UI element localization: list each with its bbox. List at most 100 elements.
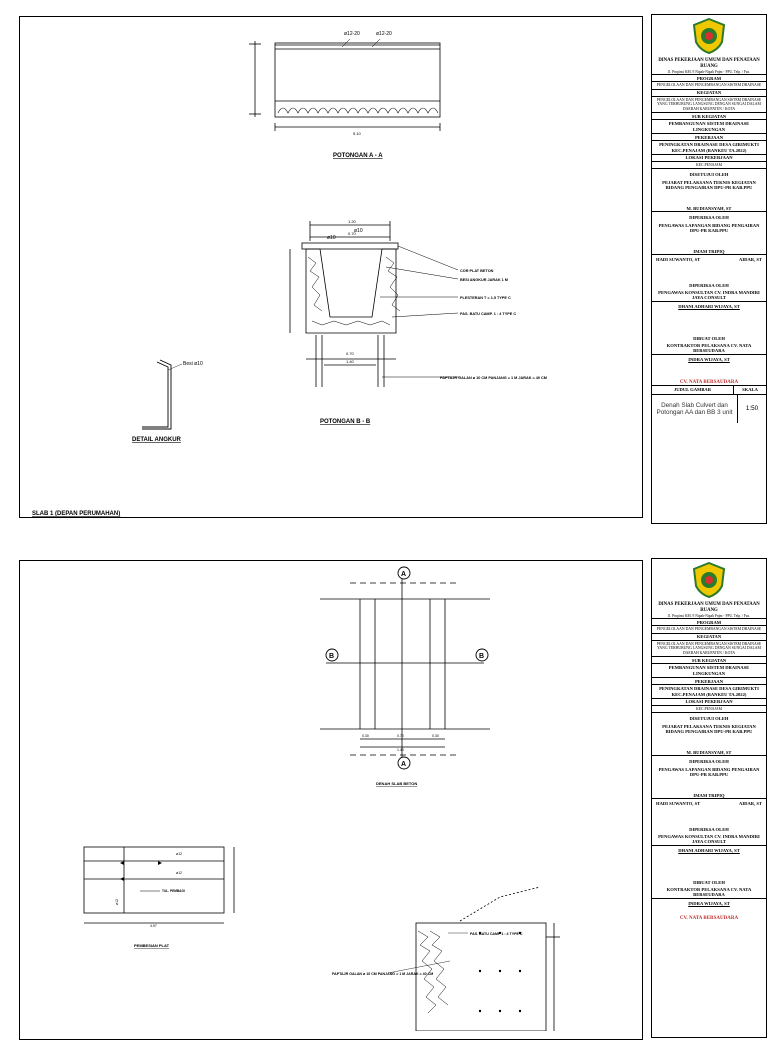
signatory-1: M. BUDIANSYAH, ST bbox=[686, 206, 732, 212]
bar-label-aa-1: ø12-20 bbox=[344, 31, 360, 37]
org-name: DINAS PEKERJAAN UMUM DAN PENATAAN RUANG bbox=[658, 58, 760, 69]
dim-pembesian: 4.97 bbox=[150, 924, 157, 928]
signatory-2: IMAM TRIPIQ bbox=[693, 249, 725, 255]
label-diperiksa-2: DIPERIKSA OLEH bbox=[689, 826, 729, 832]
label-pekerjaan: PEKERJAAN bbox=[652, 133, 766, 142]
signatory-4: DHANI ADHARI WIJAYA, ST bbox=[678, 848, 740, 854]
lokasi-text: KEC.PENAJAM bbox=[695, 163, 723, 168]
label-dibuat: DIBUAT OLEH bbox=[693, 335, 725, 341]
drawing-canvas-2: A A B B 0.30 0.70 0.30 1.40 DENAH SLAB B… bbox=[83, 566, 560, 1032]
disetujui-text: PEJABAT PELAKSANA TEKNIS KEGIATAN BIDANG… bbox=[662, 179, 756, 191]
section-mark-a-top: A bbox=[401, 571, 406, 578]
org-address: Jl. Propinsi KM. 9 Nipah-Nipah Pnjm - PP… bbox=[667, 70, 751, 75]
bar-label-bb-1: ø10 bbox=[327, 235, 336, 241]
slab-title: SLAB 1 (DEPAN PERUMAHAN) bbox=[32, 511, 120, 517]
diperiksa-1-text: PENGAWAS LAPANGAN BIDANG PENGAIRAN DPU-P… bbox=[658, 766, 760, 778]
regency-logo bbox=[652, 15, 766, 57]
org-address: Jl. Propinsi KM. 9 Nipah-Nipah Pnjm - PP… bbox=[667, 614, 751, 619]
label-diperiksa-1: DIPERIKSA OLEH bbox=[689, 759, 729, 765]
signatory-3b: AIDAR, ST bbox=[739, 801, 762, 807]
diperiksa-2-text: PENGAWAS KONSULTAN CV. INDRA MANDIRI JAY… bbox=[658, 289, 760, 301]
dim-140: 1.40 bbox=[397, 748, 404, 752]
regency-logo-2 bbox=[652, 559, 766, 601]
signatory-5: INDRA WIJAYA, ST bbox=[688, 357, 730, 363]
label-diperiksa-2: DIPERIKSA OLEH bbox=[689, 282, 729, 288]
diperiksa-2-text: PENGAWAS KONSULTAN CV. INDRA MANDIRI JAY… bbox=[658, 833, 760, 845]
label-program: PROGRAM bbox=[652, 618, 766, 627]
section-mark-b-right: B bbox=[479, 653, 484, 660]
note-pas-batu: PAS. BATU CAMP. 1 : 4 TYPE C bbox=[460, 312, 516, 316]
signatory-3b: AIDAR, ST bbox=[739, 257, 762, 263]
label-lokasi: LOKASI PEKERJAAN bbox=[652, 153, 766, 163]
disetujui-text: PEJABAT PELAKSANA TEKNIS KEGIATAN BIDANG… bbox=[662, 723, 756, 735]
subkegiatan-text: PEMBANGUNAN SISTEM DRAINASE LINGKUNGAN bbox=[668, 121, 750, 132]
signatory-3a: HADI SUWANTO, ST bbox=[656, 257, 701, 263]
dim-bb-070b: 0.70 bbox=[346, 351, 355, 356]
program-text: PENGELOLAAN DAN PENGEMBANGAN SISTEM DRAI… bbox=[656, 627, 762, 632]
note-plesteran: PLESTERAN T = 1.5 TYPE C bbox=[460, 296, 511, 300]
label-kegiatan: KEGIATAN bbox=[652, 632, 766, 642]
label-subkegiatan: SUB KEGIATAN bbox=[652, 112, 766, 121]
label-disetujui: DISETUJUI OLEH bbox=[689, 716, 729, 722]
diperiksa-1-text: PENGAWAS LAPANGAN BIDANG PENGAIRAN DPU-P… bbox=[658, 222, 760, 234]
dibuat-text: KONTRAKTOR PELAKSANA CV. NATA BERSEUDARA bbox=[666, 886, 752, 898]
dim-bb-070: 0.70 bbox=[348, 231, 357, 236]
bar-label-p2: ø12 bbox=[176, 871, 182, 875]
company-logo-text: CV. NATA BERSAUDARA bbox=[679, 379, 739, 385]
note-pas-batu-2: PAS. BATU CAMP 1 : 4 TYPE C bbox=[470, 932, 523, 936]
signatory-5: INDRA WIJAYA, ST bbox=[688, 901, 730, 907]
kegiatan-text: PENGELOLAAN DAN PENGEMBANGAN SISTEM DRAI… bbox=[656, 642, 762, 655]
label-skala: SKALA bbox=[742, 387, 758, 393]
detail-angkur-label: DETAIL ANGKUR bbox=[132, 437, 182, 443]
angkur-detail bbox=[142, 359, 172, 430]
besi-label: Besi ø10 bbox=[183, 361, 203, 367]
note-paptajr: PAPTAJR GALAN ø 10 CM PANJANG = 1 M JARA… bbox=[440, 376, 547, 380]
subkegiatan-text: PEMBANGUNAN SISTEM DRAINASE LINGKUNGAN bbox=[668, 665, 750, 676]
stone-hatch bbox=[277, 107, 439, 114]
title-block-2: DINAS PEKERJAAN UMUM DAN PENATAAN RUANG … bbox=[651, 558, 767, 1038]
signatory-1: M. BUDIANSYAH, ST bbox=[686, 750, 732, 756]
dim-030: 0.30 bbox=[362, 734, 369, 738]
label-dibuat: DIBUAT OLEH bbox=[693, 879, 725, 885]
dim-bb-140: 1.40 bbox=[346, 359, 355, 364]
drawing-canvas-1: ø12-20 ø12-20 5.10 POTONGAN A - A bbox=[32, 31, 547, 517]
stone-hatch-section bbox=[417, 930, 449, 1014]
pekerjaan-text: PENINGKATAN DRAINASE DESA GIRIMUKTI KEC.… bbox=[659, 686, 759, 697]
signatory-4: DHANI ADHARI WIJAYA, ST bbox=[678, 304, 740, 310]
bar-label-aa-2: ø12-20 bbox=[376, 31, 392, 37]
potongan-aa-label: POTONGAN A - A bbox=[333, 153, 383, 159]
company-logo-text: CV. NATA BERSAUDARA bbox=[679, 915, 739, 921]
label-lokasi: LOKASI PEKERJAAN bbox=[652, 697, 766, 707]
kegiatan-text: PENGELOLAAN DAN PENGEMBANGAN SISTEM DRAI… bbox=[656, 98, 762, 111]
lokasi-text: KEC.PENAJAM bbox=[695, 707, 723, 712]
dim-030b: 0.30 bbox=[432, 734, 439, 738]
skala-value: 1:50 bbox=[745, 405, 759, 413]
label-program: PROGRAM bbox=[652, 74, 766, 83]
pekerjaan-text: PENINGKATAN DRAINASE DESA GIRIMUKTI KEC.… bbox=[659, 142, 759, 153]
signatory-3a: HADI SUWANTO, ST bbox=[656, 801, 701, 807]
bar-label-p1: ø12 bbox=[176, 852, 182, 856]
drawing-frame: ø12-20 ø12-20 5.10 POTONGAN A - A bbox=[19, 16, 643, 518]
shield-logo-icon bbox=[692, 562, 726, 598]
label-pekerjaan: PEKERJAAN bbox=[652, 677, 766, 686]
label-kegiatan: KEGIATAN bbox=[652, 88, 766, 98]
shield-logo-icon bbox=[692, 18, 726, 54]
note-cor-plat: COR PLAT BETON bbox=[460, 269, 494, 273]
pembesian-label: PEMBESIAN PLAT bbox=[134, 943, 170, 948]
label-subkegiatan: SUB KEGIATAN bbox=[652, 656, 766, 665]
org-name: DINAS PEKERJAAN UMUM DAN PENATAAN RUANG bbox=[658, 602, 760, 613]
denah-plan bbox=[320, 575, 490, 761]
note-paptajr-2: PAPTAJR GALAN ø 10 CM PANJANG = 1 M JARA… bbox=[332, 972, 433, 976]
dibuat-text: KONTRAKTOR PELAKSANA CV. NATA BERSEUDARA bbox=[666, 342, 752, 354]
drawing-frame-2: A A B B 0.30 0.70 0.30 1.40 DENAH SLAB B… bbox=[19, 560, 643, 1040]
label-judul: JUDUL GAMBAR bbox=[652, 386, 734, 394]
drawing-sheet-2: A A B B 0.30 0.70 0.30 1.40 DENAH SLAB B… bbox=[0, 556, 768, 1040]
drawing-sheet-1: ø12-20 ø12-20 5.10 POTONGAN A - A bbox=[19, 14, 767, 524]
potongan-bb-label: POTONGAN B - B bbox=[320, 419, 371, 425]
dim-070: 0.70 bbox=[397, 734, 404, 738]
program-text: PENGELOLAAN DAN PENGEMBANGAN SISTEM DRAI… bbox=[656, 83, 762, 88]
title-block-1: DINAS PEKERJAAN UMUM DAN PENATAAN RUANG … bbox=[651, 14, 767, 524]
denah-label: DENAH SLAB BETON bbox=[376, 781, 417, 786]
label-disetujui: DISETUJUI OLEH bbox=[689, 172, 729, 178]
judul-value: Denah Slab Culvert dan Potongan AA dan B… bbox=[652, 394, 738, 423]
